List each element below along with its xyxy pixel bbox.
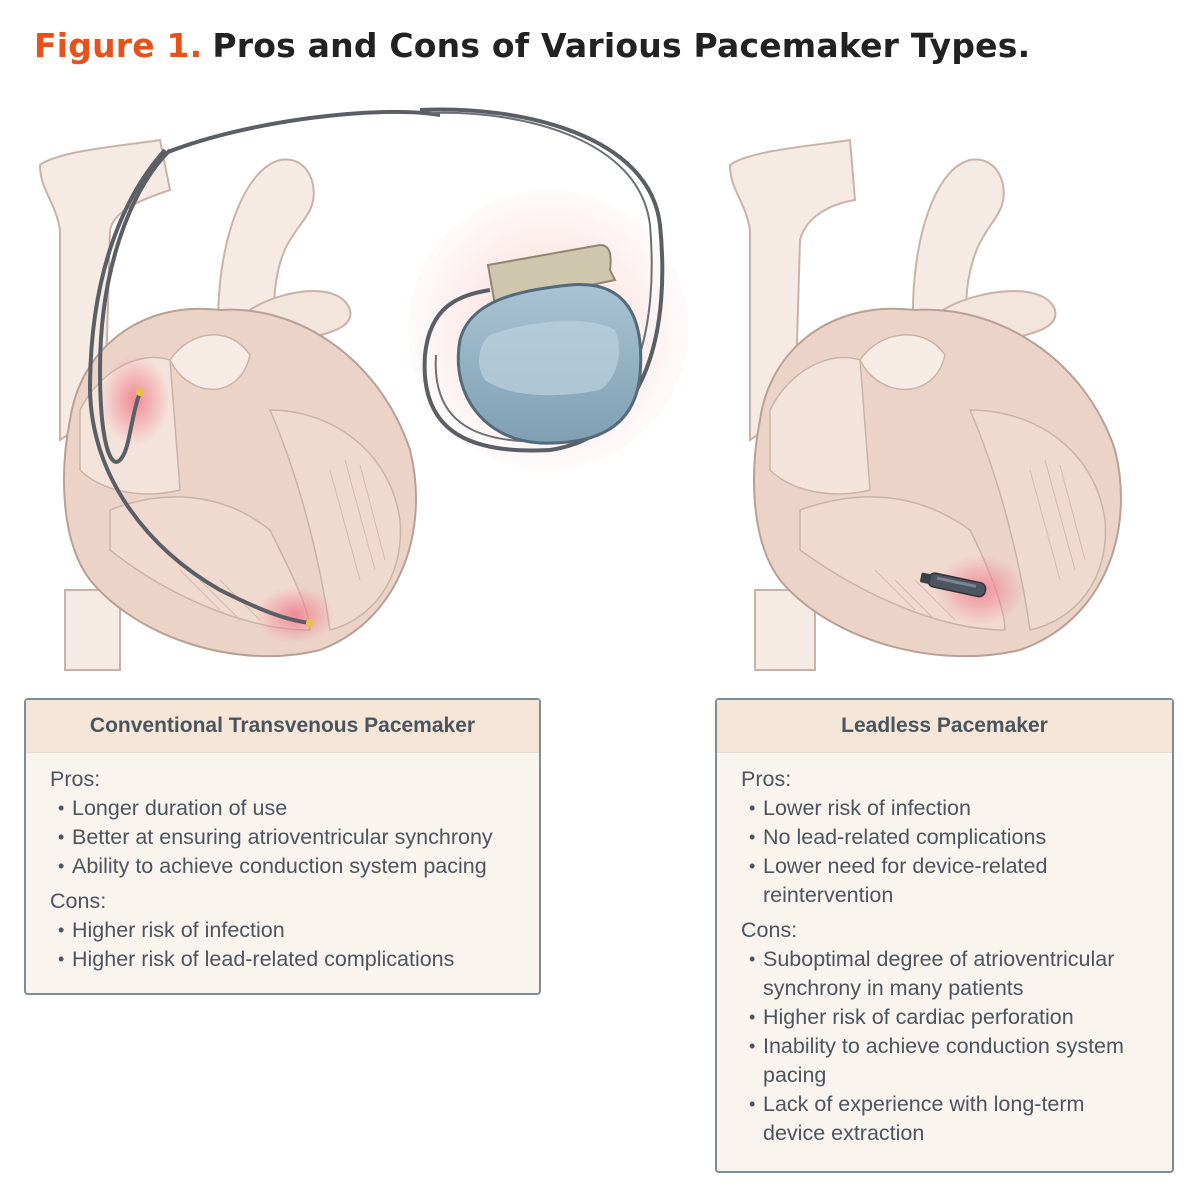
cons-item: Higher risk of lead-related complication… — [58, 945, 539, 974]
leadless-pacemaker-panel: Leadless Pacemaker Pros: Lower risk of i… — [715, 698, 1174, 1173]
cons-list: Suboptimal degree of atrioventricular sy… — [741, 945, 1152, 1148]
panel-heading: Conventional Transvenous Pacemaker — [26, 700, 539, 753]
device-header — [486, 243, 617, 307]
pros-list: Lower risk of infection No lead-related … — [741, 794, 1152, 910]
pros-label: Pros: — [50, 767, 101, 791]
pros-item: Longer duration of use — [58, 794, 539, 823]
conventional-heart-illustration — [38, 110, 440, 671]
cons-list: Higher risk of infection Higher risk of … — [50, 916, 539, 974]
left-ventricle — [968, 409, 1107, 631]
leadless-heart-illustration — [728, 138, 1122, 671]
valve — [169, 334, 251, 391]
right-atrium — [769, 356, 871, 495]
cons-item: Lack of experience with long-term device… — [749, 1090, 1152, 1148]
pros-label: Pros: — [741, 767, 792, 791]
cons-item: Inability to achieve conduction system p… — [749, 1032, 1152, 1090]
pacemaker-device-illustration — [408, 107, 688, 470]
cons-item: Higher risk of cardiac perforation — [749, 1003, 1152, 1032]
figure-title: Figure 1.Pros and Cons of Various Pacema… — [34, 26, 1030, 65]
pros-item: Lower risk of infection — [749, 794, 1152, 823]
figure-title-text: Pros and Cons of Various Pacemaker Types… — [212, 26, 1031, 65]
vena-cava — [728, 138, 857, 442]
leadless-device — [920, 572, 987, 598]
panel-heading: Leadless Pacemaker — [717, 700, 1172, 753]
atrial-lead — [97, 148, 172, 464]
pros-item: Ability to achieve conduction system pac… — [58, 852, 539, 881]
atrial-glow — [100, 355, 170, 445]
pros-list: Longer duration of use Better at ensurin… — [50, 794, 539, 881]
left-ventricle — [268, 409, 402, 631]
lead-to-device — [167, 110, 440, 154]
cons-label: Cons: — [50, 889, 107, 913]
muscle-striations — [874, 459, 1086, 621]
valve — [859, 334, 946, 391]
ventricular-glow — [255, 587, 335, 643]
pros-item: Lower need for device-related reinterven… — [749, 852, 1152, 910]
cons-label: Cons: — [741, 918, 798, 942]
ventricular-lead — [87, 148, 311, 625]
muscle-striations — [179, 459, 386, 621]
pros-item: No lead-related complications — [749, 823, 1152, 852]
figure-label: Figure 1. — [34, 26, 203, 65]
pros-item: Better at ensuring atrioventricular sync… — [58, 823, 539, 852]
conventional-pacemaker-panel: Conventional Transvenous Pacemaker Pros:… — [24, 698, 541, 995]
cons-item: Higher risk of infection — [58, 916, 539, 945]
cons-item: Suboptimal degree of atrioventricular sy… — [749, 945, 1152, 1003]
